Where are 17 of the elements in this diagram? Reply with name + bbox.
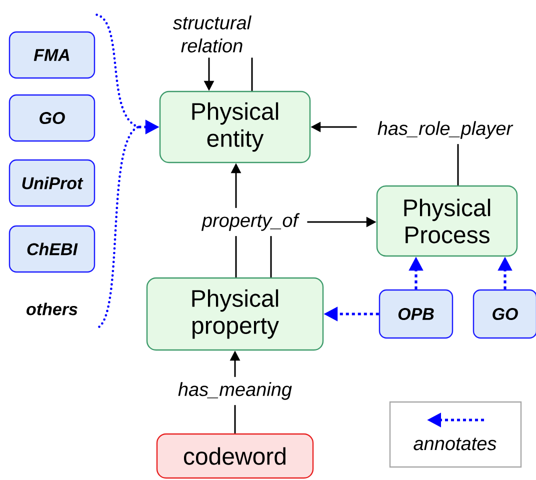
ontology-box: FMA	[8, 31, 96, 79]
codeword-box: codeword	[156, 433, 314, 479]
relation-label: has_role_player	[378, 121, 514, 139]
concept-box: Physical entity	[159, 90, 311, 164]
concept-box: Physical property	[146, 277, 324, 351]
ontology-box: ChEBI	[8, 225, 96, 273]
ontology-label: others	[26, 302, 78, 316]
ontology-box: UniProt	[8, 159, 96, 207]
ontology-box: OPB	[378, 289, 454, 339]
legend-box: annotates	[389, 401, 522, 468]
curly-brace	[96, 14, 140, 330]
relation-label: property_of	[201, 213, 300, 231]
ontology-box: GO	[8, 94, 96, 142]
ontology-box: GO	[472, 289, 536, 339]
concept-box: Physical Process	[376, 185, 518, 257]
relation-label: has_meaning	[178, 382, 292, 400]
relation-label: structural relation	[172, 16, 252, 52]
